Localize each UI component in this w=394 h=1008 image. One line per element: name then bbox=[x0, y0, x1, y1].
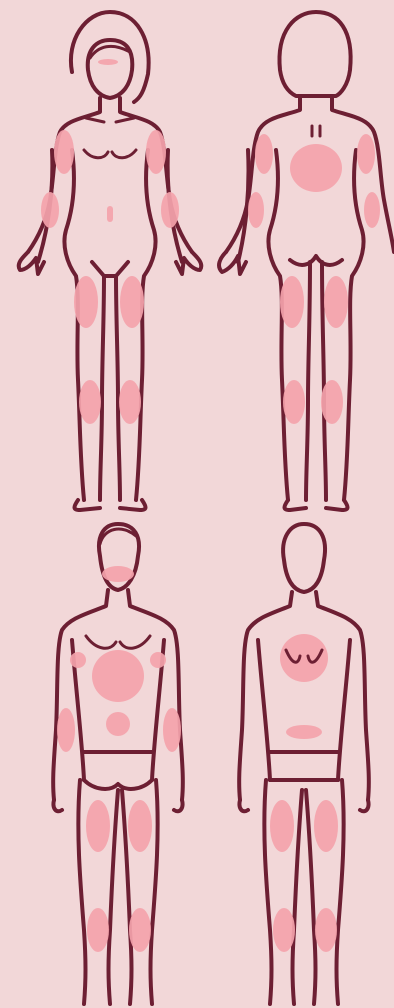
zone-male-back-thigh-right bbox=[314, 800, 338, 852]
zone-male-back-calf-left bbox=[273, 908, 295, 952]
male-back-torso bbox=[239, 592, 369, 800]
male-back-hands bbox=[239, 800, 368, 811]
zone-female-front-thigh-right bbox=[120, 276, 144, 328]
zone-female-back-upper-arm-right bbox=[357, 134, 375, 174]
male-back-head bbox=[283, 524, 325, 592]
male-back-shorts bbox=[270, 752, 338, 780]
female-front-chest bbox=[84, 118, 136, 158]
zone-female-front-shin-right bbox=[119, 380, 141, 424]
female-back-spine bbox=[312, 126, 320, 136]
female-back-feet bbox=[285, 500, 348, 510]
zone-male-front-chest bbox=[92, 650, 144, 702]
zone-female-back-calf-right bbox=[321, 380, 343, 424]
zone-female-back-forearm-left bbox=[248, 192, 264, 228]
male-front-shorts bbox=[84, 752, 152, 789]
female-back-figure bbox=[219, 12, 394, 510]
zone-female-front-shin-left bbox=[79, 380, 101, 424]
zone-female-back-thigh-right bbox=[324, 276, 348, 328]
zone-male-back-calf-right bbox=[315, 908, 337, 952]
zone-male-front-shin-left bbox=[87, 908, 109, 952]
zone-female-back-forearm-right bbox=[364, 192, 380, 228]
male-back-figure bbox=[239, 524, 369, 1004]
male-front-chest bbox=[86, 636, 150, 648]
zone-male-front-forearm-right bbox=[163, 708, 181, 752]
zone-female-back-calf-left bbox=[283, 380, 305, 424]
zone-male-back-thigh-left bbox=[270, 800, 294, 852]
zone-female-front-forearm-right bbox=[161, 192, 179, 228]
female-front-bangs bbox=[90, 46, 130, 58]
zone-female-front-upper-arm-right bbox=[146, 130, 166, 174]
zone-male-front-thigh-right bbox=[128, 800, 152, 852]
zone-female-front-thigh-left bbox=[74, 276, 98, 328]
male-front-figure bbox=[53, 524, 183, 1004]
zone-female-front-upper-arm-left bbox=[54, 130, 74, 174]
zone-male-front-navel bbox=[106, 712, 130, 736]
zone-male-front-shoulder-left bbox=[70, 652, 86, 668]
female-back-hair bbox=[279, 12, 350, 96]
zone-male-back-upper-back bbox=[280, 634, 328, 682]
female-front-hair bbox=[71, 12, 149, 102]
zone-male-front-chin bbox=[102, 566, 134, 582]
zone-female-front-mouth bbox=[98, 59, 118, 65]
zone-male-front-shoulder-right bbox=[150, 652, 166, 668]
zone-female-front-forearm-left bbox=[41, 192, 59, 228]
zone-male-front-forearm-left bbox=[57, 708, 75, 752]
zone-female-back-upper-back bbox=[290, 144, 342, 192]
zone-male-front-shin-right bbox=[129, 908, 151, 952]
zone-female-back-upper-arm-left bbox=[255, 134, 273, 174]
zone-male-back-lower-back bbox=[286, 725, 322, 739]
zone-female-back-thigh-left bbox=[280, 276, 304, 328]
zone-female-front-abdomen bbox=[107, 206, 113, 222]
zone-male-front-thigh-left bbox=[86, 800, 110, 852]
female-front-figure bbox=[19, 12, 202, 510]
